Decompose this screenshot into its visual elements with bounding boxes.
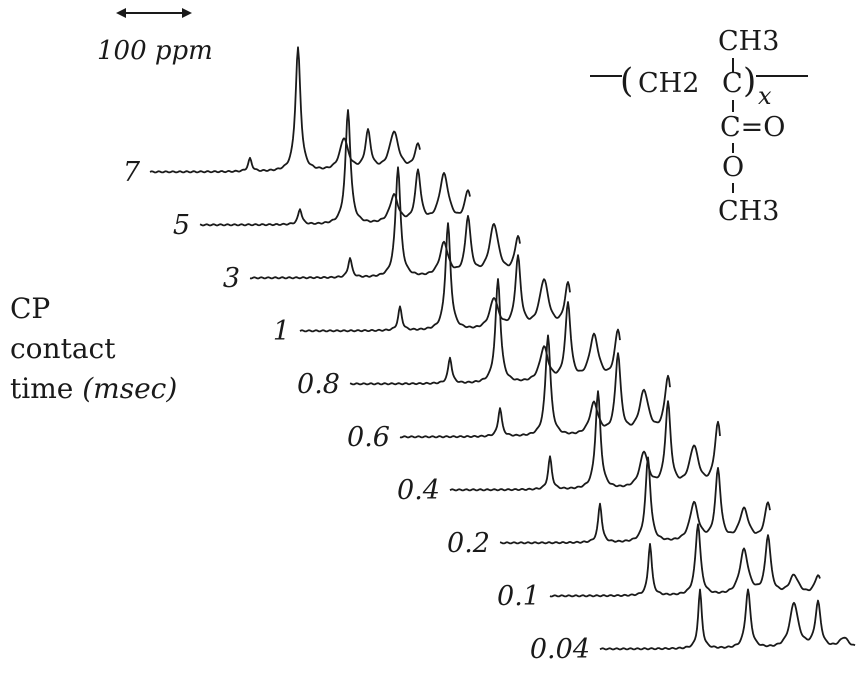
series-label: 1 (273, 316, 290, 347)
spectrum-trace (399, 334, 671, 439)
series-label: 3 (223, 263, 240, 294)
spectrum-trace (249, 166, 521, 280)
y-axis-title-line1: CP (10, 292, 50, 325)
series-label: 0.4 (397, 475, 440, 506)
spectrum-trace (599, 588, 856, 651)
spectrum-trace (549, 523, 821, 598)
series-label: 5 (173, 210, 190, 241)
y-axis-title-line2: contact (10, 332, 116, 365)
scale-bar-label: 100 ppm (97, 36, 213, 66)
structure-close-paren: ) (743, 61, 756, 101)
structure-oxygen: O (722, 152, 744, 183)
series-label: 0.2 (447, 528, 490, 559)
chemical-structure: CH3 ( CH2 C ) x C=O O CH3 (590, 26, 808, 227)
y-axis-title: CP contact time (msec) (10, 292, 177, 405)
series-label: 0.04 (530, 634, 590, 665)
y-axis-title-line3-prefix: time (10, 372, 73, 405)
scale-bar: 100 ppm (97, 8, 213, 66)
structure-center-atom: C (722, 68, 743, 99)
spectrum-trace (199, 109, 471, 227)
spectrum-trace (449, 390, 721, 492)
y-axis-title-line3: time (msec) (10, 372, 177, 405)
structure-carbonyl: C=O (720, 112, 785, 143)
spectrum-trace (499, 456, 771, 545)
series-label: 7 (123, 157, 141, 188)
spectrum-trace (349, 278, 621, 386)
spectrum-trace (299, 222, 571, 333)
structure-top-group: CH3 (718, 26, 779, 57)
structure-repeat: x (758, 82, 772, 110)
structure-chain: CH2 (638, 68, 699, 99)
series-label: 0.1 (497, 581, 540, 612)
structure-open-paren: ( (620, 61, 633, 101)
scale-bar-arrow-left (116, 8, 126, 18)
spectrum-trace (149, 46, 421, 174)
spectra-stack: 7 5 3 10.80.60.40.20.1 0.04 (123, 46, 856, 665)
series-label: 0.8 (297, 369, 340, 400)
y-axis-title-unit: (msec) (82, 372, 177, 405)
structure-bottom-group: CH3 (718, 196, 779, 227)
series-label: 0.6 (347, 422, 390, 453)
scale-bar-arrow-right (182, 8, 192, 18)
